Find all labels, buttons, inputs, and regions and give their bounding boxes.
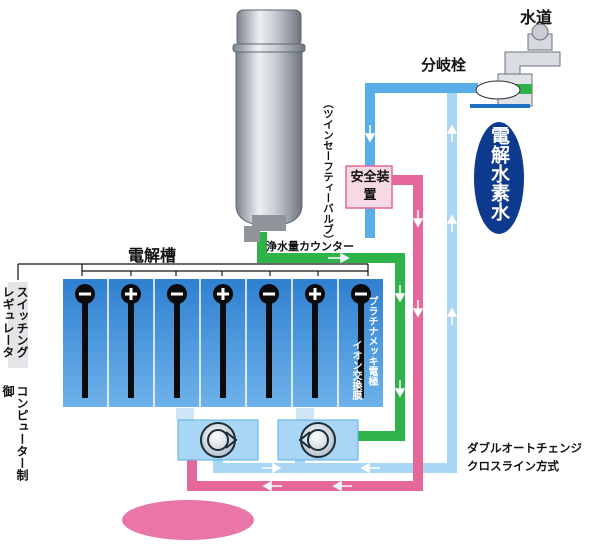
regulator-panel xyxy=(8,282,28,368)
faucet-icon xyxy=(504,23,561,79)
plus-electrode xyxy=(305,284,325,398)
crossline-method-label: クロスライン方式 xyxy=(467,459,559,473)
electrolytic-cell-label: 電解槽 xyxy=(128,246,177,265)
pump-unit-right xyxy=(277,408,359,461)
flow-arrow-icon xyxy=(446,124,458,142)
switching-regulator-label: スイッチングレギュレーター xyxy=(0,286,29,358)
safety-device-label: 安全装置 xyxy=(350,170,390,203)
safety-device xyxy=(345,165,393,209)
flow-arrow-icon xyxy=(446,307,458,325)
flow-arrow-icon xyxy=(328,252,350,264)
acid-water-badge xyxy=(122,500,254,540)
cell-bracket xyxy=(17,263,369,280)
minus-electrode xyxy=(167,284,187,398)
plus-electrode xyxy=(121,284,141,398)
electrolytic-cell xyxy=(61,277,385,409)
supply-pipe xyxy=(365,83,478,238)
branch-valve-label: 分岐栓 xyxy=(421,56,467,74)
computer-panel xyxy=(8,380,28,490)
flow-arrow-icon xyxy=(262,480,282,492)
flow-arrow-icon xyxy=(332,480,352,492)
flow-arrow-icon xyxy=(394,380,406,398)
flow-counter-label: 浄水量カウンター xyxy=(266,240,354,253)
hydrogen-water-badge xyxy=(474,122,524,234)
pump-icon xyxy=(200,422,238,458)
minus-electrode xyxy=(75,284,95,398)
flow-arrow-icon xyxy=(412,210,424,228)
plus-electrode xyxy=(213,284,233,398)
flow-arrow-icon xyxy=(360,462,380,474)
flow-arrow-icon xyxy=(364,125,376,143)
flow-arrow-icon xyxy=(446,214,458,232)
twin-safe-valve-label: （ツインセーフティーバルブ） xyxy=(322,98,334,245)
flow-arrow-icon xyxy=(262,462,282,474)
computer-control-label: コンピューター制御 xyxy=(1,385,29,481)
filtered-pipe xyxy=(257,232,405,441)
acid-pipe xyxy=(187,175,423,491)
minus-electrode xyxy=(351,284,371,398)
branch-valve xyxy=(470,73,533,108)
hydrogen-water-label: 電解水素水 xyxy=(488,126,510,221)
flow-arrow-icon xyxy=(412,300,424,318)
pump-unit-left xyxy=(176,408,259,461)
flow-arrow-icon xyxy=(394,285,406,303)
ion-membrane-label: イオン交換膜 xyxy=(350,340,361,400)
filter-cartridge xyxy=(232,9,306,242)
flow-arrows xyxy=(262,124,458,492)
pump-icon xyxy=(298,422,336,458)
platinum-electrode-label: プラチナメッキ電極 xyxy=(366,296,377,386)
faucet-label: 水道 xyxy=(520,8,553,27)
double-auto-change-label: ダブルオートチェンジ xyxy=(467,441,582,455)
minus-electrode xyxy=(259,284,279,398)
